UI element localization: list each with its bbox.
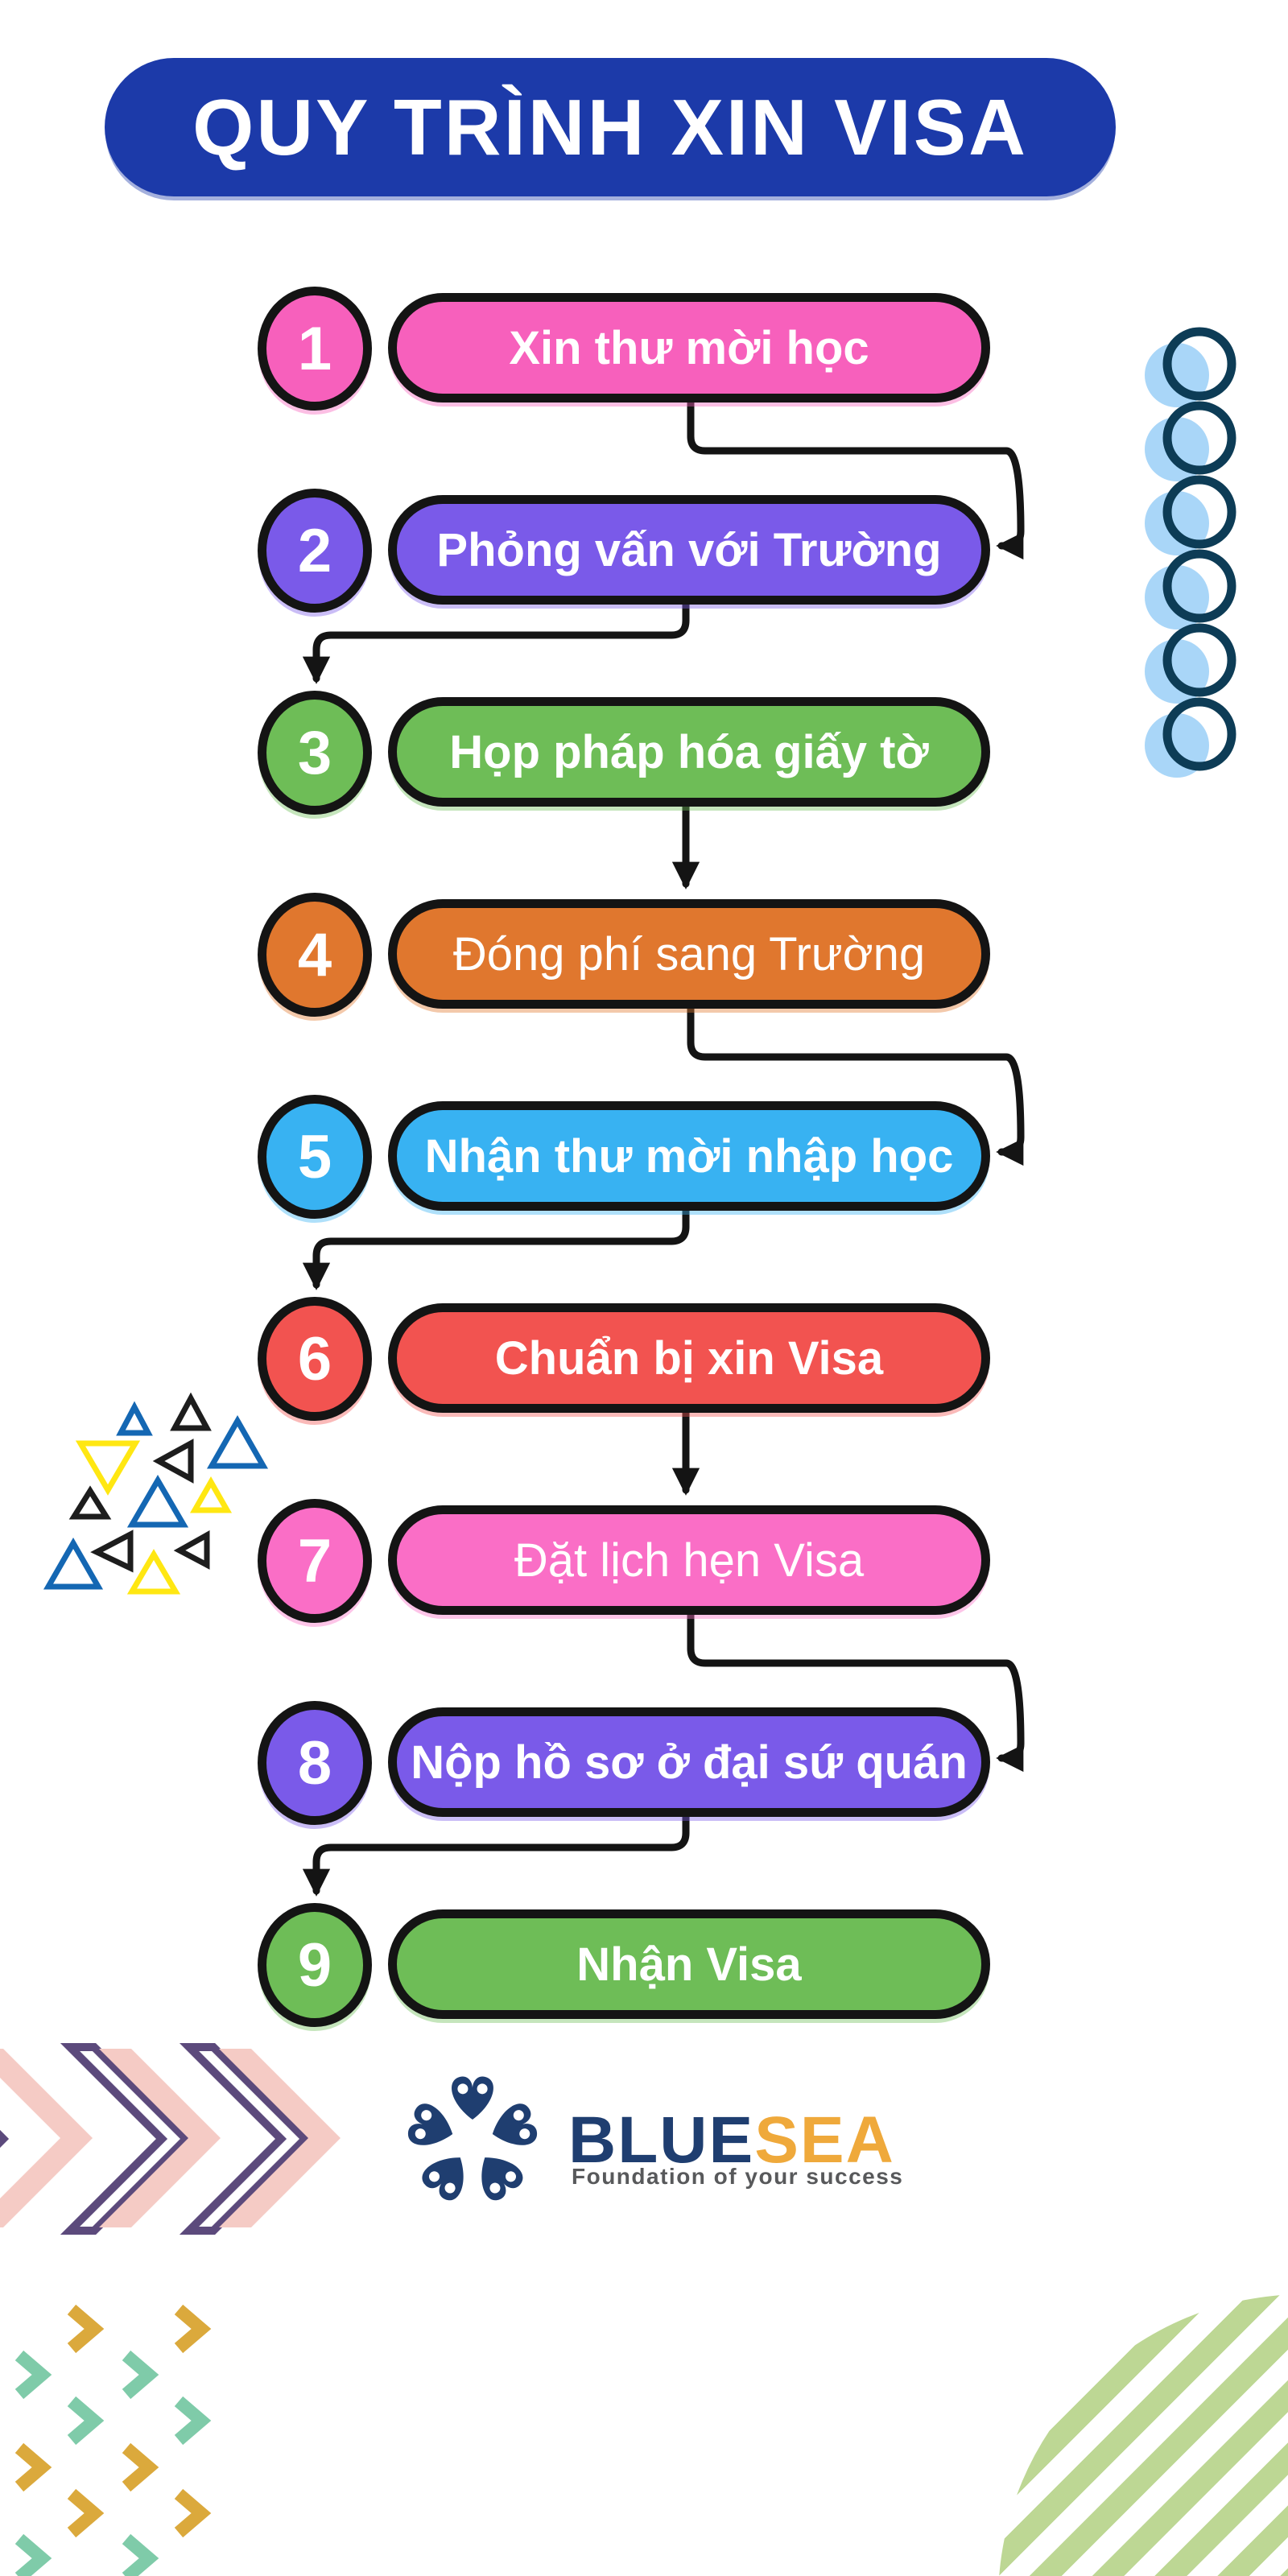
step-pill: Chuẩn bị xin Visa	[388, 1303, 990, 1413]
double-circle-icon	[1145, 401, 1236, 481]
brand-wordmark: BLUESEA	[568, 2103, 895, 2178]
small-chevrons-decoration	[14, 2304, 212, 2576]
small-chevron-icon	[67, 2304, 105, 2354]
chevron-icon	[0, 2049, 93, 2227]
step-number: 3	[297, 718, 332, 787]
step-circle: 4	[258, 893, 372, 1017]
brand-blue: BLUE	[568, 2103, 755, 2177]
step-label: Phỏng vấn với Trường	[436, 523, 942, 576]
triangle-icon	[90, 1530, 134, 1573]
step-number: 5	[297, 1122, 332, 1191]
step-pill: Đặt lịch hẹn Visa	[388, 1505, 990, 1615]
step-number: 6	[297, 1324, 332, 1393]
small-chevron-icon	[174, 2396, 212, 2446]
small-chevron-icon	[14, 2533, 52, 2576]
connector-4-5	[687, 1000, 1025, 1166]
step-pill: Nhận Visa	[388, 1909, 990, 2019]
flow-connectors	[302, 392, 1025, 1897]
title-banner: QUY TRÌNH XIN VISA	[105, 58, 1116, 196]
bluesea-logo-mark-icon	[407, 2076, 538, 2201]
step-label: Đặt lịch hẹn Visa	[514, 1534, 865, 1587]
step-circle: 7	[258, 1499, 372, 1623]
step-number: 1	[297, 314, 332, 383]
step-number: 2	[297, 516, 332, 585]
triangles-decoration	[43, 1392, 269, 1595]
double-circle-icon	[1145, 623, 1236, 704]
connector-5-6	[302, 1202, 690, 1290]
connector-1-2	[687, 392, 1025, 560]
triangle-icon	[43, 1537, 104, 1590]
step-circle: 2	[258, 489, 372, 613]
page-title: QUY TRÌNH XIN VISA	[192, 82, 1028, 171]
triangle-icon	[173, 1530, 210, 1570]
blue-circles-decoration	[1145, 327, 1236, 778]
double-circle-icon	[1145, 327, 1236, 407]
double-circle-icon	[1145, 475, 1236, 555]
triangle-icon	[152, 1439, 194, 1484]
big-chevrons-decoration	[0, 2043, 341, 2235]
step-number: 8	[297, 1728, 332, 1798]
small-chevron-icon	[174, 2488, 212, 2538]
step-label: Nộp hồ sơ ở đại sứ quán	[411, 1736, 968, 1789]
triangle-icon	[68, 1485, 112, 1520]
step-circle: 8	[258, 1701, 372, 1825]
step-circle: 1	[258, 287, 372, 411]
small-chevron-icon	[122, 2350, 159, 2400]
triangle-icon	[116, 1401, 153, 1436]
brand-tagline: Foundation of your success	[572, 2164, 904, 2189]
chevron-outline-icon	[0, 2129, 10, 2149]
triangle-icon	[126, 1549, 181, 1595]
connector-7-8	[687, 1606, 1025, 1773]
step-label: Họp pháp hóa giấy tờ	[449, 725, 929, 778]
triangle-icon	[170, 1392, 212, 1431]
double-circle-icon	[1145, 697, 1236, 778]
step-label: Chuẩn bị xin Visa	[494, 1331, 884, 1385]
step-label: Xin thư mời học	[509, 321, 869, 374]
step-pill: Xin thư mời học	[388, 293, 990, 402]
triangle-icon	[206, 1414, 269, 1469]
small-chevron-icon	[122, 2533, 159, 2576]
step-circle: 6	[258, 1297, 372, 1421]
step-pill: Phỏng vấn với Trường	[388, 495, 990, 605]
small-chevron-icon	[174, 2304, 212, 2354]
step-circle: 3	[258, 691, 372, 815]
small-chevron-icon	[67, 2488, 105, 2538]
step-pill: Đóng phí sang Trường	[388, 899, 990, 1009]
double-circle-icon	[1145, 549, 1236, 630]
step-number: 9	[297, 1930, 332, 2000]
triangle-icon	[126, 1475, 189, 1528]
chevron-icon	[219, 2049, 341, 2227]
chevron-outline-icon	[179, 2043, 312, 2235]
brand-sea: SEA	[754, 2103, 895, 2177]
chevron-icon	[99, 2049, 221, 2227]
step-number: 4	[297, 920, 332, 989]
small-chevron-icon	[14, 2442, 52, 2492]
step-pill: Nhận thư mời nhập học	[388, 1101, 990, 1211]
connector-8-9	[302, 1808, 690, 1897]
step-number: 7	[297, 1526, 332, 1596]
step-pill: Họp pháp hóa giấy tờ	[388, 697, 990, 807]
small-chevron-icon	[67, 2396, 105, 2446]
step-circle: 9	[258, 1903, 372, 2027]
triangle-icon	[75, 1440, 141, 1496]
connector-2-3	[302, 596, 690, 684]
step-label: Nhận thư mời nhập học	[424, 1129, 954, 1183]
step-label: Đóng phí sang Trường	[452, 927, 926, 980]
chevron-outline-icon	[60, 2043, 192, 2235]
step-circle: 5	[258, 1095, 372, 1219]
step-pill: Nộp hồ sơ ở đại sứ quán	[388, 1707, 990, 1817]
small-chevron-icon	[14, 2350, 52, 2400]
step-label: Nhận Visa	[576, 1938, 802, 1991]
triangle-icon	[189, 1476, 233, 1513]
small-chevron-icon	[122, 2442, 159, 2492]
